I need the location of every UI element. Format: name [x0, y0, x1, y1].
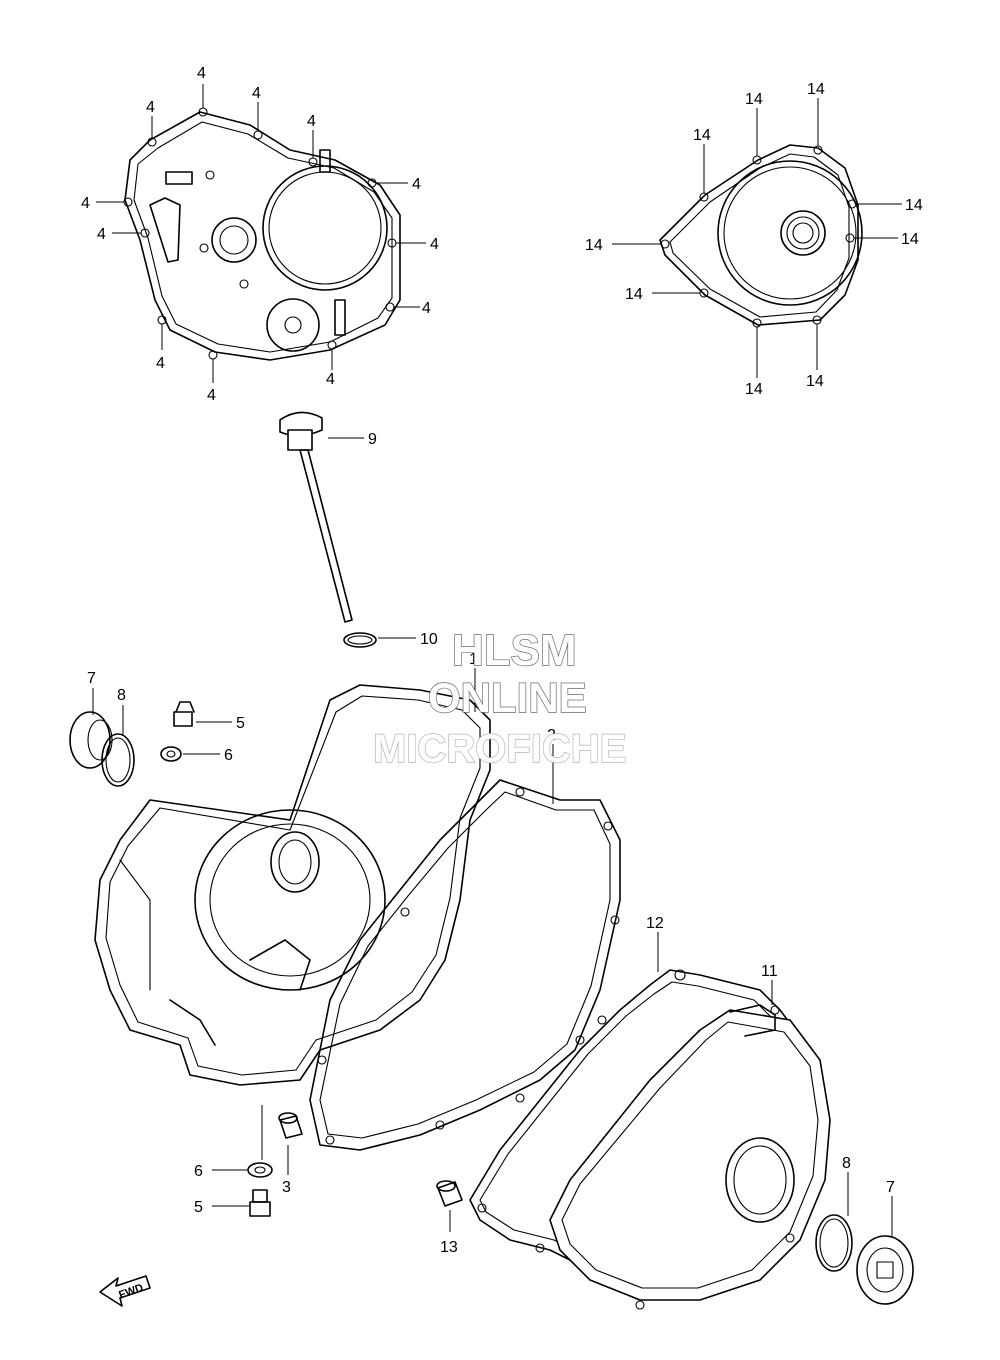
callout-14: 14 [745, 381, 763, 398]
generator-cover-top-right [659, 144, 863, 328]
clutch-cover-top-left [123, 107, 401, 361]
callout-leaders-4 [96, 84, 426, 383]
callout-14: 14 [807, 81, 825, 98]
callout-7: 7 [886, 1179, 895, 1196]
callout-14: 14 [745, 91, 763, 108]
washer-6-lower: 6 [194, 1162, 273, 1180]
o-ring-8-right: 8 [815, 1155, 853, 1272]
oil-dipstick-9: 9 [279, 411, 377, 623]
callout-4: 4 [326, 371, 335, 388]
callout-4: 4 [81, 195, 90, 212]
callout-6: 6 [194, 1163, 203, 1180]
callout-10: 10 [420, 631, 438, 648]
callout-14: 14 [901, 231, 919, 248]
callout-14: 14 [806, 373, 824, 390]
callout-2: 2 [547, 727, 556, 744]
callout-5: 5 [236, 715, 245, 732]
callout-4: 4 [252, 85, 261, 102]
crankcase-1: 1 [94, 651, 491, 1086]
callout-labels-14: 14 14 14 14 14 14 14 14 14 [585, 81, 923, 398]
callout-8: 8 [842, 1155, 851, 1172]
callout-12: 12 [646, 915, 664, 932]
callout-14: 14 [905, 197, 923, 214]
dowel-pin-13: 13 [436, 1180, 463, 1256]
watermark-line2: ONLINE [428, 674, 587, 721]
callout-8: 8 [117, 687, 126, 704]
watermark-line3: MICROFICHE [373, 727, 626, 771]
fwd-direction-arrow: FWD [99, 1275, 151, 1307]
callout-11: 11 [761, 963, 778, 980]
callout-4: 4 [146, 99, 155, 116]
callout-1: 1 [469, 651, 478, 668]
callout-4: 4 [430, 236, 439, 253]
callout-4: 4 [422, 300, 431, 317]
generator-cover-11: 11 [549, 963, 831, 1310]
callout-5: 5 [194, 1199, 203, 1216]
callout-3: 3 [282, 1179, 291, 1196]
plug-7-left: 7 [69, 670, 113, 769]
callout-14: 14 [693, 127, 711, 144]
watermark: HLSM ONLINE MICROFICHE [372, 625, 627, 771]
callout-leaders-14 [612, 98, 902, 378]
callout-4: 4 [412, 176, 421, 193]
callout-14: 14 [625, 286, 643, 303]
callout-4: 4 [197, 65, 206, 82]
callout-4: 4 [307, 113, 316, 130]
callout-6: 6 [224, 747, 233, 764]
callout-9: 9 [368, 431, 377, 448]
callout-4: 4 [156, 355, 165, 372]
dowel-pin-3: 3 [278, 1112, 303, 1196]
callout-13: 13 [440, 1239, 458, 1256]
callout-4: 4 [97, 226, 106, 243]
gasket-2: 2 [309, 727, 621, 1151]
callout-7: 7 [87, 670, 96, 687]
washer-6-upper: 6 [160, 746, 233, 764]
callout-labels-4: 4 4 4 4 4 4 4 4 4 4 4 4 [81, 65, 439, 404]
callout-4: 4 [207, 387, 216, 404]
watermark-line1: HLSM [452, 626, 577, 675]
plug-7-right: 7 [856, 1179, 914, 1305]
callout-14: 14 [585, 237, 603, 254]
bolt-5-upper: 5 [173, 701, 245, 732]
o-ring-8-left: 8 [101, 687, 135, 787]
o-ring-10: 10 [343, 631, 438, 648]
bolt-5-lower: 5 [194, 1189, 271, 1217]
